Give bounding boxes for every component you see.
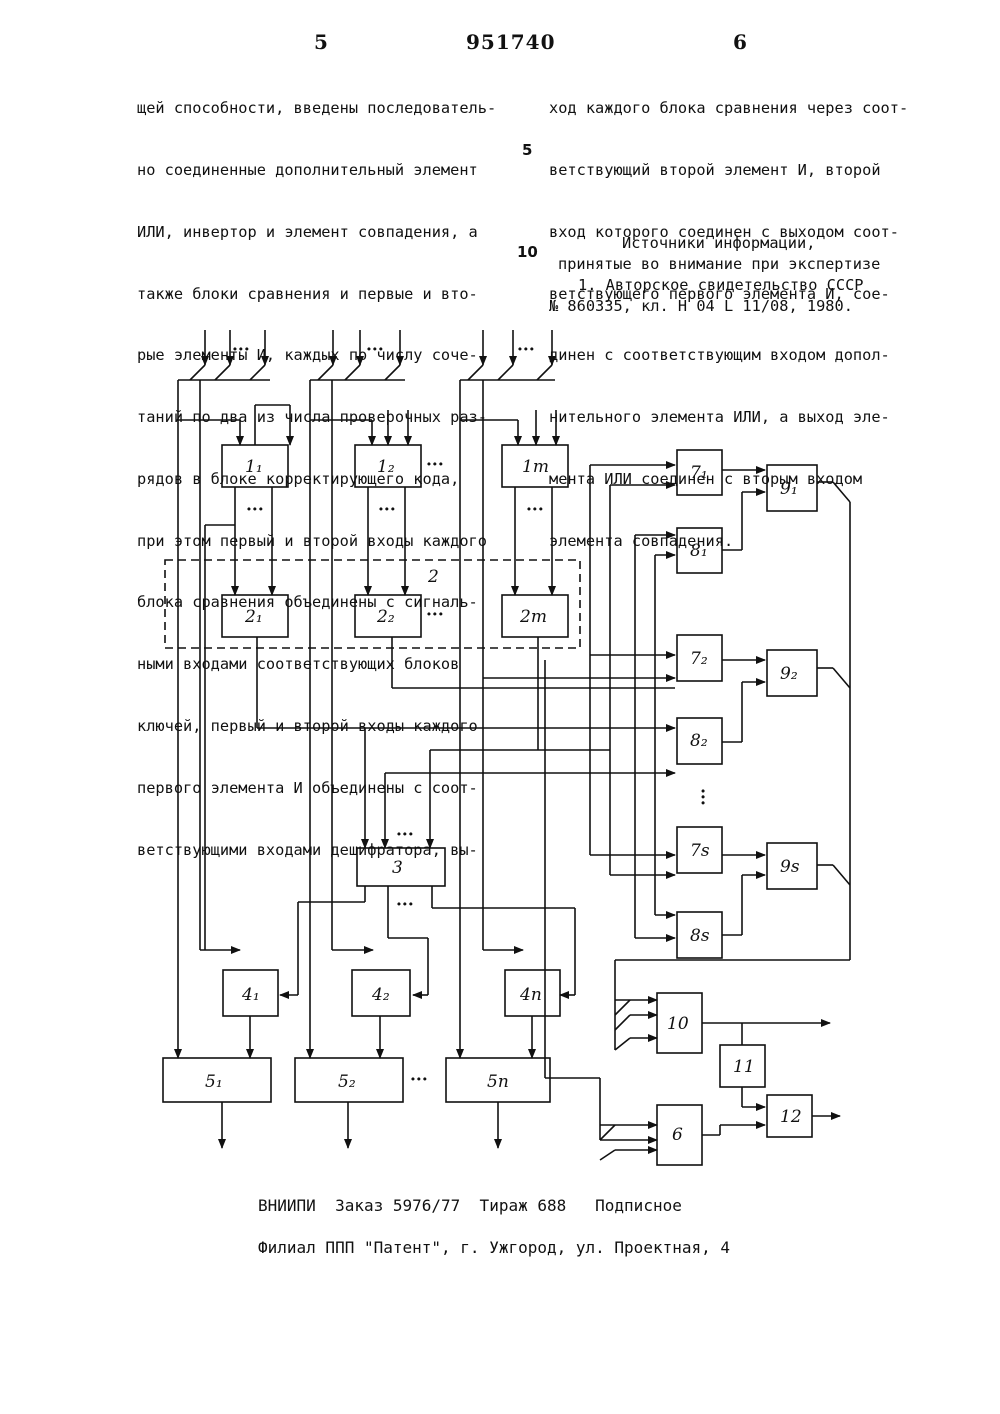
block-9-2-label: 9₂ [780,664,798,684]
block-8-1-label: 8₁ [690,541,708,561]
ellipsis: ··· [396,825,414,845]
line-number-5: 5 [522,141,532,159]
block-8-2-label: 8₂ [690,731,708,751]
block-1-2-label: 1₂ [377,457,395,477]
block-4-1-label: 4₁ [241,985,260,1005]
block-4-2-label: 4₂ [371,985,390,1005]
block-12-label: 12 [780,1107,802,1127]
ellipsis: ··· [517,340,535,360]
patent-number: 951740 [466,30,556,54]
text-line: также блоки сравнения и первые и вто- [137,284,496,305]
ellipsis: ··· [526,500,544,520]
block-4-n-label: 4n [519,985,542,1005]
text-line: но соединенные дополнительный элемент [137,160,496,181]
block-2-1-label: 2₁ [244,607,263,627]
group-2-label: 2 [427,567,439,587]
ellipsis: ··· [426,605,444,625]
input-bus-2 [310,330,405,1058]
sources-heading: Источники информации, [622,233,815,254]
block-5-2-label: 5₂ [338,1072,356,1092]
line-number-10: 10 [517,243,538,261]
block-2-m-label: 2m [519,607,547,627]
block-10-label: 10 [667,1014,689,1034]
block-2-2-label: 2₂ [376,607,395,627]
input-bus-3 [460,330,555,1058]
block-5-1-label: 5₁ [205,1072,223,1092]
block-5-n-label: 5n [487,1072,509,1092]
ellipsis: ··· [378,500,396,520]
right-page-number: 6 [733,30,747,54]
source-ref-line1: 1. Авторское свидетельство СССР [578,275,864,296]
block-diagram: 1₁ 1₂ 1m 2₁ 2₂ 2m 2 3 4₁ 4₂ 4n 5₁ 5₂ 5n … [0,310,1000,1190]
ellipsis: ··· [232,340,250,360]
block-3-label: 3 [392,858,403,878]
ellipsis: ··· [366,340,384,360]
block-9-1-label: 9₁ [780,479,798,499]
block-7-s-label: 7s [690,841,710,861]
block-7-2-label: 7₂ [690,649,708,669]
block-7-1-label: 7₁ [690,463,708,483]
ellipsis: ··· [246,500,264,520]
ellipsis: ··· [396,895,414,915]
left-page-number: 5 [314,30,328,54]
ellipsis: ··· [410,1070,428,1090]
block-1-m-label: 1m [522,457,549,477]
sources-subheading: принятые во внимание при экспертизе [558,254,880,275]
text-line: ветствующий второй элемент И, второй [549,160,908,181]
ellipsis: ··· [692,788,712,806]
ellipsis: ··· [426,455,444,475]
block-1-1-label: 1₁ [245,457,263,477]
footer-line-1: ВНИИПИ Заказ 5976/77 Тираж 688 Подписное [258,1196,682,1215]
text-line: ИЛИ, инвертор и элемент совпадения, а [137,222,496,243]
block-9-s-label: 9s [780,857,800,877]
footer-line-2: Филиал ППП "Патент", г. Ужгород, ул. Про… [258,1238,730,1257]
block-8-s-label: 8s [690,926,710,946]
block-11-label: 11 [733,1057,755,1077]
text-line: ход каждого блока сравнения через соот- [549,98,908,119]
text-line: щей способности, введены последователь- [137,98,496,119]
block-6-label: 6 [672,1125,683,1145]
